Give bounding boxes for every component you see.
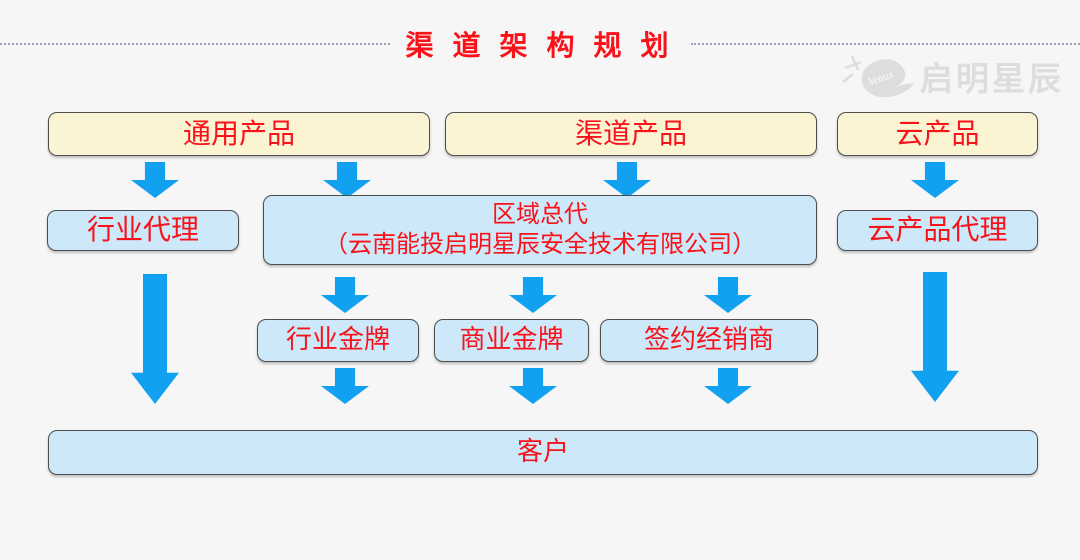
- page-title: 渠 道 架 构 规 划: [405, 31, 675, 62]
- arrow-regional-to-commercial-gold: [509, 277, 557, 313]
- arrow-industry-gold-to-customer: [321, 368, 369, 404]
- node-label: 通用产品: [182, 118, 295, 150]
- arrow-regional-to-signed-reseller: [704, 277, 752, 313]
- arrow-signed-reseller-to-customer: [704, 368, 752, 404]
- arrow-industry-agent-to-customer: [131, 274, 179, 404]
- node-regional-master-distributor: 区域总代 （云南能投启明星辰安全技术有限公司）: [263, 195, 817, 265]
- node-label: 签约经销商: [643, 325, 774, 355]
- node-label-line2: （云南能投启明星辰安全技术有限公司）: [324, 232, 756, 258]
- brand-name: 启明星辰: [920, 60, 1064, 97]
- node-signed-reseller: 签约经销商: [600, 319, 818, 362]
- arrow-regional-to-industry-gold: [321, 277, 369, 313]
- header: 渠 道 架 构 规 划: [0, 24, 1080, 64]
- brand-logo: Venus 启明星辰: [838, 50, 1064, 102]
- arrow-channel-products-to-regional-right: [603, 162, 651, 198]
- node-label-line1: 区域总代: [492, 202, 588, 228]
- arrow-channel-products-to-regional-left: [323, 162, 371, 198]
- venustech-mark-icon: Venus: [842, 55, 914, 98]
- node-label: 行业代理: [86, 215, 199, 246]
- node-industry-gold: 行业金牌: [257, 319, 419, 362]
- node-label: 云产品代理: [867, 215, 1008, 246]
- node-label: 渠道产品: [574, 118, 687, 150]
- node-customer: 客户: [48, 430, 1038, 475]
- node-general-products: 通用产品: [48, 112, 430, 156]
- node-industry-agent: 行业代理: [47, 210, 239, 251]
- arrow-cloud-products-to-cloud-agent: [911, 162, 959, 198]
- node-label: 商业金牌: [459, 325, 564, 355]
- arrow-cloud-agent-to-customer: [911, 272, 959, 402]
- arrow-commercial-gold-to-customer: [509, 368, 557, 404]
- node-commercial-gold: 商业金牌: [434, 319, 589, 362]
- node-label: 行业金牌: [285, 325, 390, 355]
- header-rule-right: [690, 43, 1080, 45]
- arrow-general-products-to-industry-agent: [131, 162, 179, 198]
- node-cloud-product-agent: 云产品代理: [837, 210, 1038, 251]
- node-label: 客户: [516, 437, 569, 467]
- node-channel-products: 渠道产品: [445, 112, 817, 156]
- header-rule-left: [0, 43, 390, 45]
- node-cloud-products: 云产品: [837, 112, 1038, 156]
- node-label: 云产品: [895, 118, 980, 150]
